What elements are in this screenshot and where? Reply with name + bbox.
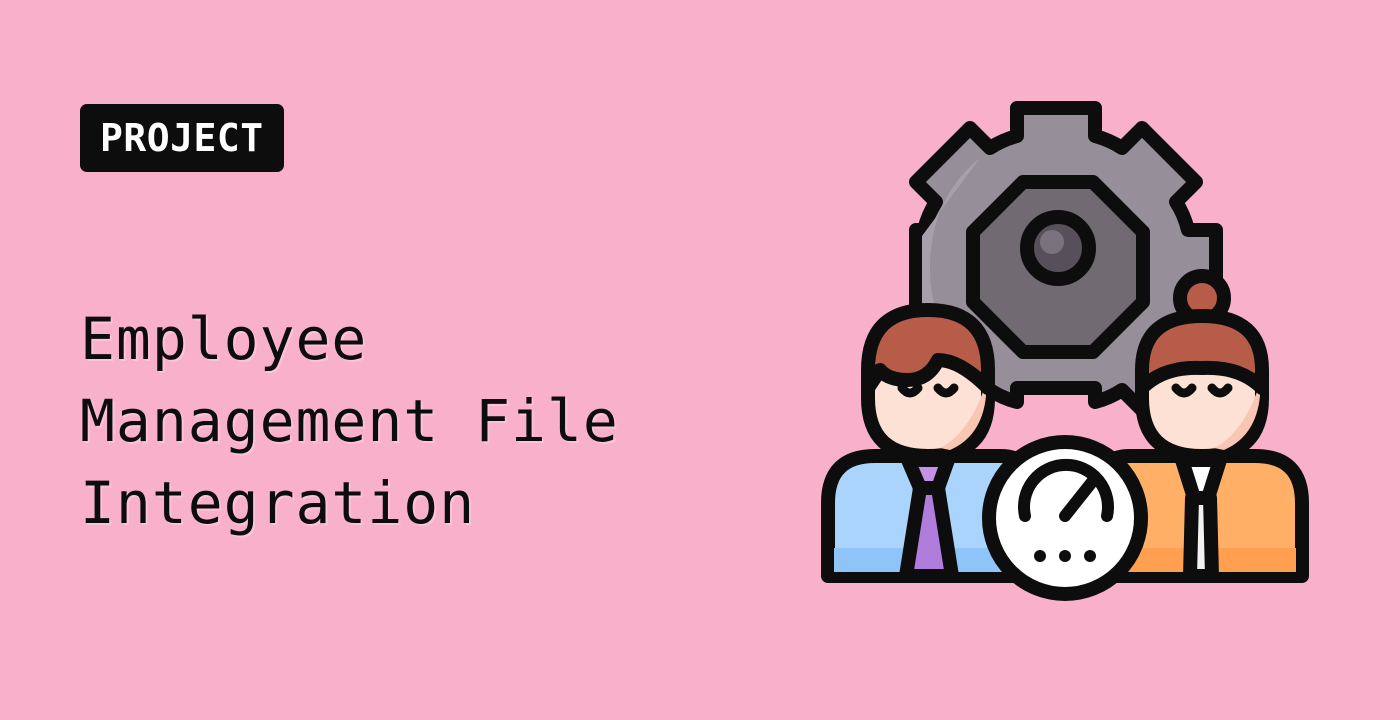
gear-icon: [909, 101, 1223, 417]
page-title-line-3: Integration: [80, 469, 476, 537]
page-title-line-2: Management File: [80, 387, 619, 455]
male-employee-icon: [821, 303, 1027, 583]
female-employee-icon: [1103, 269, 1309, 583]
project-badge-label: PROJECT: [100, 116, 264, 160]
page-title-line-1: Employee: [80, 305, 368, 373]
team-management-illustration: [821, 101, 1309, 601]
speedometer-icon: [982, 435, 1148, 601]
project-badge: PROJECT: [80, 104, 284, 172]
page-title: Employee Management File Integration: [80, 298, 780, 544]
